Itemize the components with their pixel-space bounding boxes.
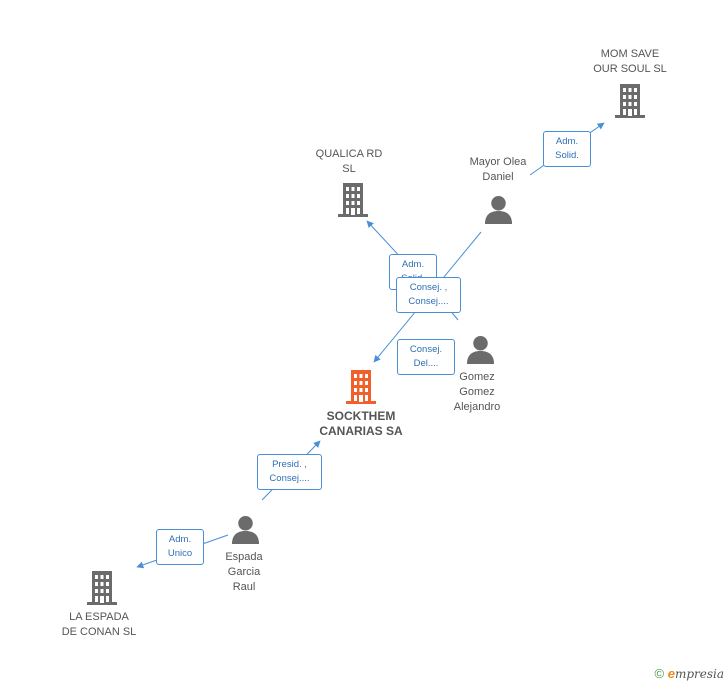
espada-label[interactable]: Espada Garcia Raul (225, 551, 263, 593)
mayor-olea-person-icon[interactable] (484, 195, 513, 224)
copyright-icon: © (654, 666, 665, 681)
edge-label-mayor-to-mom[interactable]: Adm. Solid. (543, 131, 591, 167)
mayor-olea-label[interactable]: Mayor Olea Daniel (469, 156, 527, 183)
espada-person-icon[interactable] (231, 515, 260, 544)
edge-label-mayor-to-sockthem[interactable]: Consej. , Consej.... (396, 277, 461, 313)
brand-name: mpresia (674, 667, 724, 681)
mom-save-label[interactable]: MOM SAVE OUR SOUL SL (593, 48, 667, 75)
mom-save-building-icon[interactable] (615, 84, 645, 118)
brand-initial: e (667, 666, 675, 681)
sockthem-building-icon[interactable] (346, 370, 376, 404)
la-espada-building-icon[interactable] (87, 571, 117, 605)
edge-label-espada-to-sockthem[interactable]: Presid. , Consej.... (257, 454, 322, 490)
edge-label-gomez-to-sockthem[interactable]: Consej. Del.... (397, 339, 455, 375)
edge-label-espada-to-laespada[interactable]: Adm. Unico (156, 529, 204, 565)
qualica-label[interactable]: QUALICA RD SL (315, 148, 383, 175)
empresia-watermark: © empresia (654, 666, 724, 681)
la-espada-label[interactable]: LA ESPADA DE CONAN SL (61, 611, 137, 638)
gomez-label[interactable]: Gomez Gomez Alejandro (453, 371, 501, 413)
gomez-person-icon[interactable] (466, 335, 495, 364)
sockthem-label[interactable]: SOCKTHEM CANARIAS SA (319, 409, 403, 438)
qualica-building-icon[interactable] (338, 183, 368, 217)
